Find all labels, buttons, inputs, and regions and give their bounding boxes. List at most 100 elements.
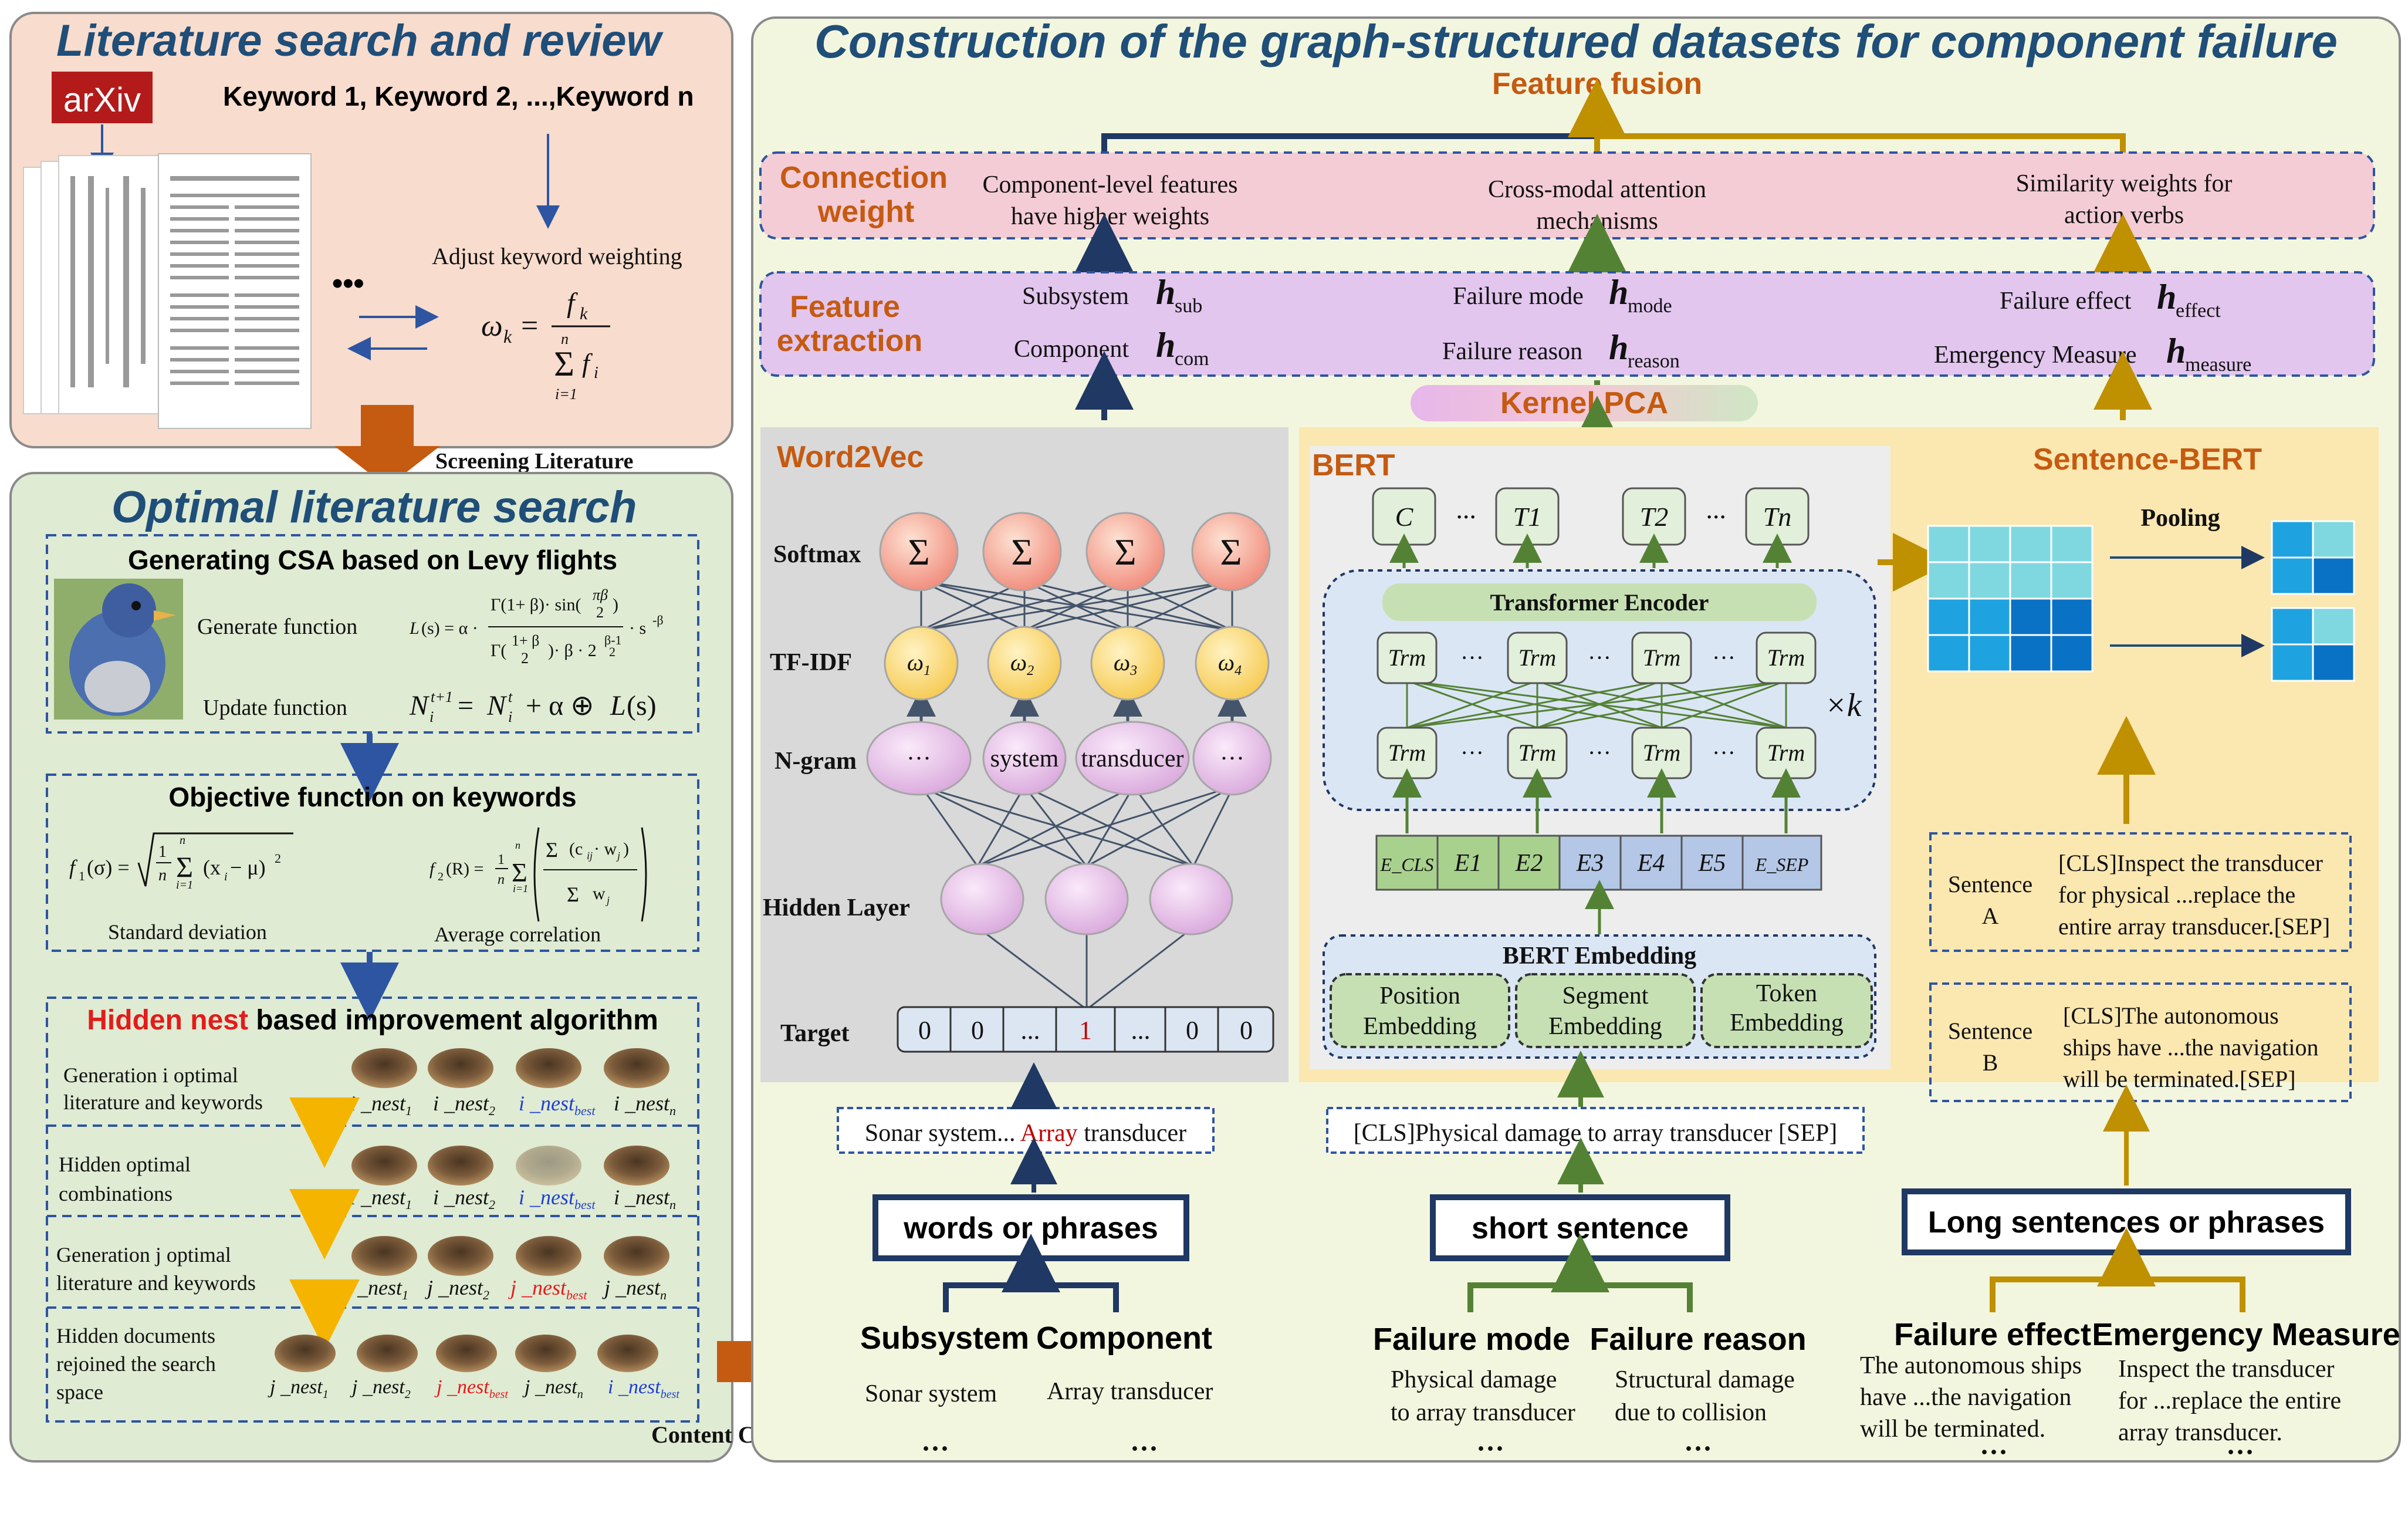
update-function-label: Update function — [203, 695, 347, 720]
sentence-a-label-1: Sentence — [1948, 871, 2032, 897]
short-sentence-label: short sentence — [1472, 1211, 1689, 1245]
svg-text:i=1: i=1 — [176, 879, 193, 891]
trm-label-1: Trm — [1388, 644, 1426, 671]
svg-text:πβ: πβ — [593, 586, 608, 603]
sentence-a-label-2: A — [1982, 903, 1999, 929]
sentence-b-label-1: Sentence — [1948, 1018, 2032, 1044]
sentence-b-2: ships have ...the navigation — [2063, 1034, 2318, 1061]
svg-text:)· β · 2: )· β · 2 — [548, 641, 597, 660]
svg-text:=: = — [521, 309, 538, 343]
feature-extraction-band — [759, 271, 2375, 377]
dots-failure-reason: ··· — [1684, 1433, 1712, 1464]
svg-text:h: h — [1156, 273, 1175, 312]
svg-text:· w: · w — [594, 839, 617, 859]
svg-text:(c: (c — [569, 839, 583, 859]
nest-row-2 — [351, 1146, 669, 1186]
token-emb-1: Token — [1756, 980, 1817, 1007]
hidden-row-2-label-1: Hidden optimal — [59, 1153, 191, 1176]
dots-emergency: ··· — [2226, 1437, 2254, 1468]
svg-text:2: 2 — [438, 870, 444, 883]
layer-tfidf: TF-IDF — [770, 649, 852, 676]
hidden-row-1-label-1: Generation i optimal — [63, 1063, 238, 1087]
svg-text:Σ: Σ — [546, 838, 558, 862]
category-component: Component — [1036, 1321, 1212, 1356]
svg-text:-β: -β — [652, 613, 664, 627]
objective-title: Objective function on keywords — [168, 782, 576, 812]
sentence-b-1: [CLS]The autonomous — [2063, 1002, 2279, 1029]
trm-label-2: Trm — [1518, 644, 1557, 671]
svg-text:ω3: ω3 — [1114, 649, 1137, 678]
svg-text:2: 2 — [596, 604, 604, 621]
svg-text:i _nest2: i _nest2 — [433, 1186, 495, 1212]
nest-labels-2: i _nest1 i _nest2 i _nestbest i _nestn — [350, 1186, 676, 1212]
example-failure-effect-1: The autonomous ships — [1860, 1352, 2082, 1379]
trm-label-6: Trm — [1518, 739, 1557, 766]
keywords-label: Keyword 1, Keyword 2, ...,Keyword n — [223, 81, 694, 112]
svg-text:i _nestbest: i _nestbest — [519, 1092, 596, 1118]
example-failure-effect-3: will be terminated. — [1860, 1416, 2045, 1443]
hidden-row-3-label-2: literature and keywords — [56, 1271, 256, 1295]
paper-stack-image — [23, 153, 312, 429]
svg-text:L: L — [409, 619, 420, 638]
ngram-4: ··· — [1220, 745, 1244, 772]
sbert-title: Sentence-BERT — [2033, 443, 2262, 477]
sentence-b-box — [1929, 982, 2352, 1102]
trm-label-3: Trm — [1643, 644, 1681, 671]
category-emergency-measure: Emergency Measure — [2092, 1317, 2400, 1352]
fe-failure-mode: Failure mode — [1453, 283, 1584, 310]
svg-text:···: ··· — [1712, 644, 1736, 671]
long-sentences-label: Long sentences or phrases — [1928, 1205, 2325, 1240]
category-subsystem: Subsystem — [860, 1321, 1029, 1356]
dots-component: ··· — [1130, 1433, 1158, 1464]
hidden-row-4-label-3: space — [56, 1380, 103, 1404]
optimal-search-title: Optimal literature search — [111, 482, 637, 532]
emb-cls: E_CLS — [1380, 854, 1434, 875]
svg-text:=: = — [458, 690, 474, 721]
literature-search-panel: Literature search and review arXiv Keywo… — [9, 12, 733, 448]
svg-text:(σ) =: (σ) = — [87, 856, 130, 879]
example-failure-reason-2: due to collision — [1615, 1399, 1767, 1426]
svg-text:j _nest2: j _nest2 — [425, 1276, 489, 1302]
emb-sep: E_SEP — [1755, 854, 1809, 875]
trm-label-8: Trm — [1767, 739, 1805, 766]
bert-embedding-title: BERT Embedding — [1503, 943, 1696, 970]
word2vec-input-red: Array — [1020, 1120, 1078, 1147]
svg-text:n: n — [498, 872, 505, 887]
conn-item-2a: Cross-modal attention — [1488, 176, 1706, 203]
svg-text:2: 2 — [609, 644, 615, 659]
example-failure-mode-2: to array transducer — [1391, 1399, 1575, 1426]
svg-text:Σ: Σ — [512, 857, 527, 887]
hidden-nest-title-rest: based improvement algorithm — [248, 1005, 658, 1036]
svg-text:t: t — [508, 688, 513, 705]
dots-subsystem: ··· — [921, 1433, 949, 1464]
more-papers-ellipsis: ••• — [332, 266, 364, 300]
emb-5: E5 — [1698, 850, 1726, 877]
svg-text:···: ··· — [1460, 644, 1484, 671]
example-emergency-1: Inspect the transducer — [2118, 1356, 2335, 1383]
avg-corr-label: Average correlation — [434, 923, 601, 946]
svg-text:h: h — [1609, 273, 1628, 312]
sbert-matrix — [1927, 525, 2094, 673]
hidden-row-3-label-1: Generation j optimal — [56, 1243, 231, 1267]
position-emb-2: Embedding — [1363, 1013, 1477, 1040]
embedding-row — [1375, 835, 1822, 891]
transformer-encoder-label: Transformer Encoder — [1490, 589, 1709, 616]
target-cell-7: 0 — [1240, 1016, 1253, 1045]
bert-out-tn: Tn — [1763, 502, 1792, 532]
pooled-vector-1 — [2271, 520, 2355, 595]
hidden-row-4-label-1: Hidden documents — [56, 1324, 215, 1347]
fe-failure-effect: Failure effect — [2000, 288, 2132, 315]
bert-out-t1: T1 — [1513, 502, 1542, 532]
sentence-a-2: for physical ...replace the — [2058, 882, 2295, 908]
emb-1: E1 — [1454, 850, 1482, 877]
bert-title: BERT — [1312, 448, 1395, 482]
example-emergency-3: array transducer. — [2118, 1419, 2282, 1446]
svg-text:reason: reason — [1628, 350, 1680, 372]
layer-hidden: Hidden Layer — [763, 894, 910, 921]
sentence-b-3: will be terminated.[SEP] — [2063, 1066, 2296, 1092]
feature-fusion-label: Feature fusion — [1492, 67, 1702, 101]
transformer-encoder-box — [1323, 569, 1876, 811]
